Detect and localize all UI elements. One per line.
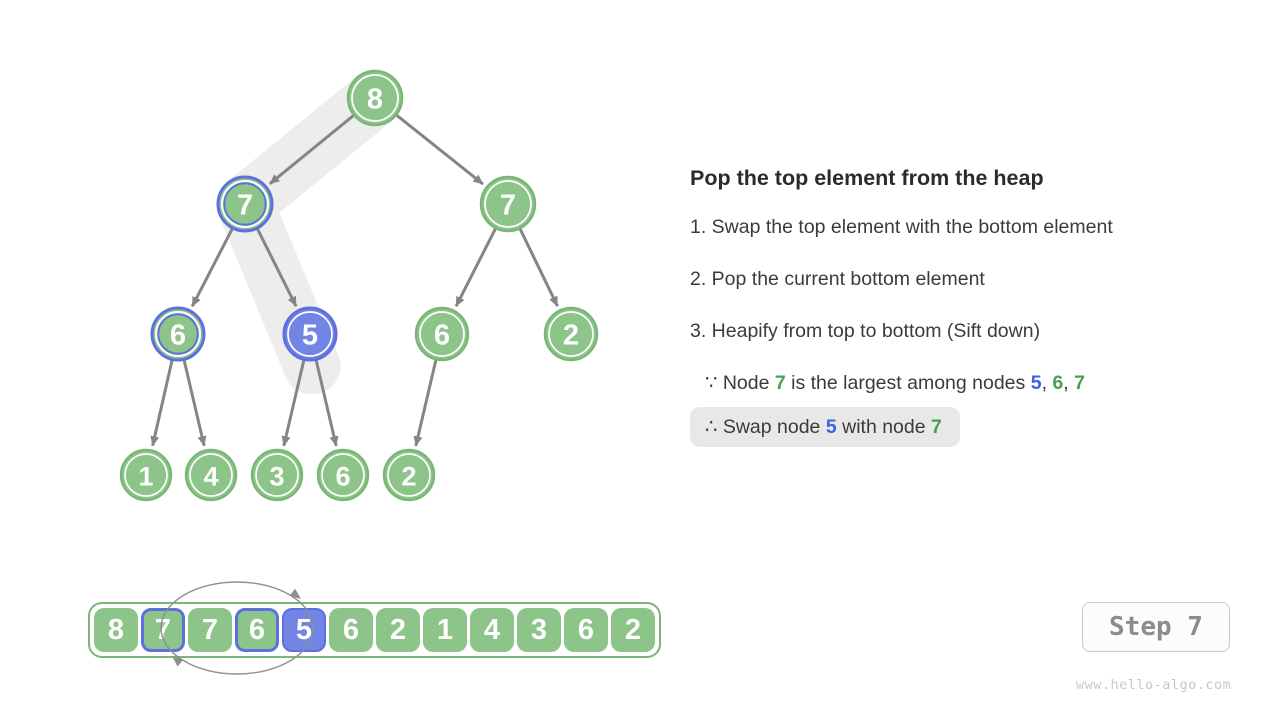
tree-node-5: 5 [282, 306, 338, 362]
step-list: 1. Swap the top element with the bottom … [690, 216, 1260, 342]
svg-text:5: 5 [302, 320, 318, 352]
tree-node-3: 3 [250, 448, 304, 502]
swap-ellipse-indicator [160, 581, 314, 675]
because-line: ∵ Node 7 is the largest among nodes 5, 6… [705, 372, 1085, 394]
array-cell-4: 4 [470, 608, 514, 652]
array-cell-2: 2 [376, 608, 420, 652]
tree-node-1: 1 [119, 448, 173, 502]
watermark: www.hello-algo.com [1076, 677, 1232, 693]
step-line-3: 3. Heapify from top to bottom (Sift down… [690, 320, 1041, 342]
tree-node-6: 6 [316, 448, 370, 502]
array-cell-6: 6 [235, 608, 279, 652]
tree-node-8: 8 [346, 69, 404, 127]
array-cell-6: 6 [564, 608, 608, 652]
svg-text:6: 6 [335, 462, 350, 492]
array-cell-8: 8 [94, 608, 138, 652]
array-cell-5: 5 [282, 608, 326, 652]
svg-text:7: 7 [237, 190, 253, 222]
tree-node-7: 7 [479, 175, 537, 233]
tree-edges [150, 114, 559, 447]
svg-text:2: 2 [401, 462, 416, 492]
array-cell-7: 7 [188, 608, 232, 652]
tree-nodes: 8 7 7 6 5 6 2 1 4 3 6 2 [119, 69, 599, 502]
panel-title: Pop the top element from the heap [690, 166, 1044, 190]
svg-text:7: 7 [500, 190, 516, 222]
tree-node-6: 6 [414, 306, 470, 362]
step-line-1: 1. Swap the top element with the bottom … [690, 216, 1113, 238]
svg-text:6: 6 [170, 320, 186, 352]
tree-node-2: 2 [382, 448, 436, 502]
svg-text:1: 1 [138, 462, 153, 492]
svg-text:8: 8 [367, 84, 383, 116]
svg-text:4: 4 [203, 462, 218, 492]
tree-node-4: 4 [184, 448, 238, 502]
step-badge: Step 7 [1082, 602, 1230, 652]
heap-tree-diagram: 8 7 7 6 5 6 2 1 4 3 6 2 [119, 69, 599, 502]
svg-text:3: 3 [269, 462, 284, 492]
array-cell-1: 1 [423, 608, 467, 652]
tree-node-6: 6 [150, 306, 206, 362]
svg-text:6: 6 [434, 320, 450, 352]
tree-node-7: 7 [216, 175, 274, 233]
array-cell-6: 6 [329, 608, 373, 652]
svg-text:2: 2 [563, 320, 579, 352]
explanation-panel: Pop the top element from the heap 1. Swa… [690, 166, 1260, 447]
step-line-2: 2. Pop the current bottom element [690, 268, 985, 290]
therefore-box: ∴ Swap node 5 with node 7 [690, 407, 960, 447]
array-cell-3: 3 [517, 608, 561, 652]
tree-node-2: 2 [543, 306, 599, 362]
array-cell-2: 2 [611, 608, 655, 652]
